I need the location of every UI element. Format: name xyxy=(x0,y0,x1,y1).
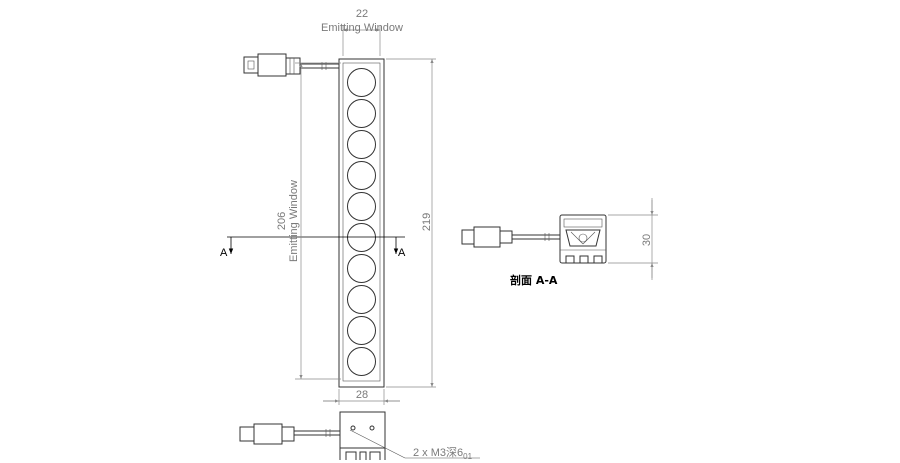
led-6 xyxy=(347,223,376,252)
bottom-view: 2 x M3深601 xyxy=(239,411,480,461)
mount-hole-1 xyxy=(350,425,356,431)
window-width-value: 22 xyxy=(356,8,368,20)
section-title: 剖面 A-A xyxy=(510,273,558,287)
hole-callout: 2 x M3深601 xyxy=(413,446,473,461)
led-7 xyxy=(347,254,376,283)
front-view: A A 22 Emitting Window 206 Emitting Wind… xyxy=(220,8,436,405)
section-height-value: 30 xyxy=(641,234,653,246)
total-height-value: 219 xyxy=(421,213,433,231)
cable-connector-section xyxy=(461,226,560,248)
emitting-window xyxy=(342,62,381,382)
section-marker-right: A xyxy=(398,247,406,259)
led-array xyxy=(347,68,376,376)
mount-block xyxy=(339,411,386,449)
cable-connector-bottom xyxy=(239,423,340,445)
window-height-value: 206 xyxy=(276,212,288,230)
section-profile xyxy=(559,214,607,264)
led-3 xyxy=(347,130,376,159)
housing-width-value: 28 xyxy=(356,389,368,401)
led-10 xyxy=(347,347,376,376)
led-9 xyxy=(347,316,376,345)
section-view: 30 剖面 A-A xyxy=(461,198,658,287)
led-5 xyxy=(347,192,376,221)
cable-connector-top xyxy=(243,53,339,77)
window-width-label: Emitting Window xyxy=(321,22,403,34)
led-1 xyxy=(347,68,376,97)
window-height-label: Emitting Window xyxy=(288,180,300,262)
section-marker-left: A xyxy=(220,247,228,259)
hole-leader xyxy=(349,429,406,459)
light-bar-housing xyxy=(338,58,385,388)
led-2 xyxy=(347,99,376,128)
led-8 xyxy=(347,285,376,314)
mount-hole-2 xyxy=(369,425,375,431)
led-4 xyxy=(347,161,376,190)
